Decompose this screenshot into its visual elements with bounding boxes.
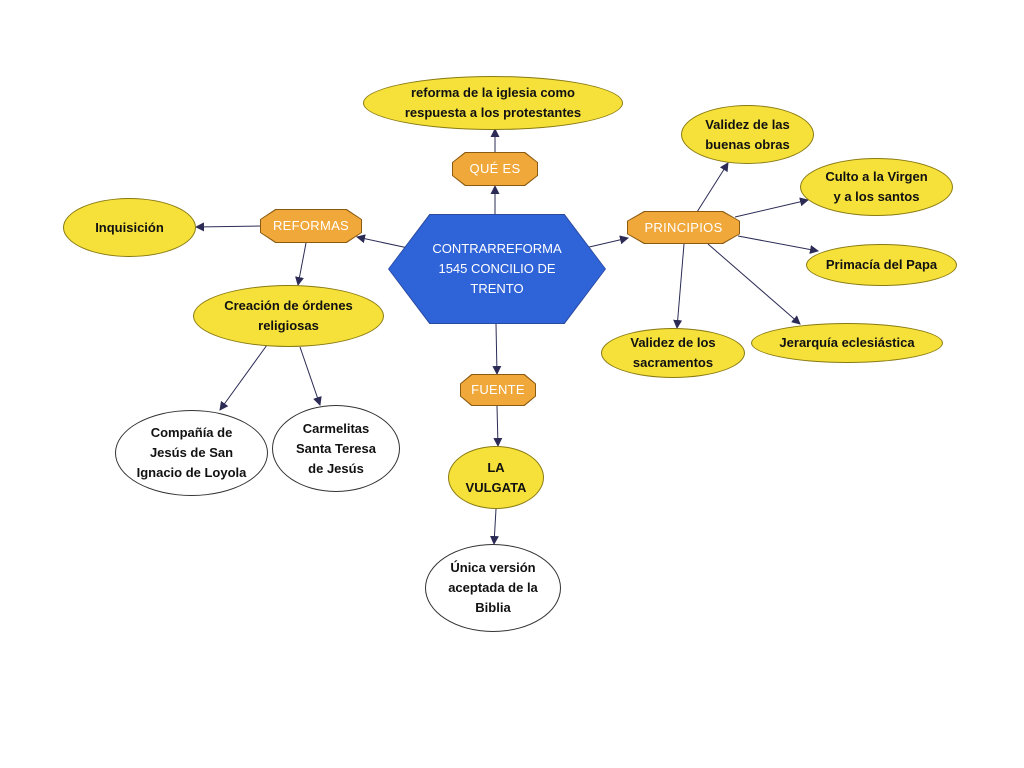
vulgata-line-2: VULGATA — [465, 479, 527, 495]
category-principios-label: PRINCIPIOS — [644, 219, 723, 235]
ordenes-line-2: religiosas — [258, 318, 319, 333]
version-line-1: Única versión — [450, 560, 536, 575]
version-line-3: Biblia — [475, 600, 511, 615]
center-node-contrarreforma[interactable]: CONTRARREFORMA 1545 CONCILIO DE TRENTO — [388, 214, 606, 324]
connector-fuente-to-vulgata — [493, 405, 503, 447]
category-que-es[interactable]: QUÉ ES — [452, 152, 538, 186]
connector-center-to-principios — [584, 235, 629, 249]
center-line-1: CONTRARREFORMA — [432, 241, 562, 256]
inquisicion-label: Inquisición — [95, 219, 164, 235]
category-que-es-label: QUÉ ES — [469, 161, 521, 176]
connector-principios-to-culto — [734, 197, 809, 218]
connector-center-to-reformas — [356, 234, 409, 249]
carmelitas-line-2: Santa Teresa — [296, 440, 376, 456]
leaf-carmelitas[interactable]: Carmelitas Santa Teresa de Jesús — [272, 405, 400, 492]
concept-inquisicion[interactable]: Inquisición — [63, 198, 196, 257]
sacramentos-line-2: sacramentos — [632, 355, 714, 370]
carmelitas-line-3: de Jesús — [308, 460, 364, 476]
center-line-2: 1545 CONCILIO DE — [438, 261, 556, 276]
leaf-compania-de-jesus[interactable]: Compañía de Jesús de San Ignacio de Loyo… — [115, 410, 268, 496]
category-fuente-label: FUENTE — [471, 382, 525, 397]
papa-label: Primacía del Papa — [825, 257, 938, 272]
compania-line-2: Jesús de San — [149, 445, 234, 460]
concept-validez-buenas-obras[interactable]: Validez de las buenas obras — [681, 105, 814, 164]
connector-principios-to-obras — [696, 162, 729, 213]
culto-line-2: y a los santos — [833, 189, 920, 204]
connector-reformas-to-inquisicion — [195, 222, 263, 232]
obras-line-1: Validez de las — [705, 116, 790, 132]
compania-line-1: Compañía de — [150, 425, 233, 440]
vulgata-line-1: LA — [487, 459, 505, 475]
connector-center-to-fuente — [492, 323, 502, 375]
concept-culto-virgen[interactable]: Culto a la Virgen y a los santos — [800, 158, 953, 216]
connector-principios-to-papa — [737, 235, 819, 254]
category-reformas-label: REFORMAS — [272, 218, 350, 233]
ordenes-line-1: Creación de órdenes — [224, 298, 353, 313]
definicion-line-1: reforma de la iglesia como — [410, 85, 575, 100]
concept-primacia-papa[interactable]: Primacía del Papa — [806, 244, 957, 286]
concept-la-vulgata[interactable]: LA VULGATA — [448, 446, 544, 509]
connector-ordenes-to-compania — [219, 344, 268, 411]
concept-creacion-ordenes[interactable]: Creación de órdenes religiosas — [193, 285, 384, 347]
version-line-2: aceptada de la — [448, 580, 538, 595]
leaf-unica-version[interactable]: Única versión aceptada de la Biblia — [425, 544, 561, 632]
concept-validez-sacramentos[interactable]: Validez de los sacramentos — [601, 328, 745, 378]
connector-vulgata-to-version — [489, 508, 499, 545]
category-fuente[interactable]: FUENTE — [460, 374, 536, 406]
jerarquia-label: Jerarquía eclesiástica — [779, 335, 915, 350]
connector-principios-to-sacramentos — [673, 243, 685, 329]
compania-line-3: Ignacio de Loyola — [136, 465, 247, 480]
sacramentos-line-1: Validez de los — [630, 335, 716, 350]
category-principios[interactable]: PRINCIPIOS — [627, 211, 740, 244]
center-line-3: TRENTO — [470, 281, 524, 296]
obras-line-2: buenas obras — [705, 136, 790, 152]
concept-definicion[interactable]: reforma de la iglesia como respuesta a l… — [363, 76, 623, 130]
culto-line-1: Culto a la Virgen — [825, 169, 928, 184]
connector-ordenes-to-carmelitas — [299, 346, 322, 406]
definicion-line-2: respuesta a los protestantes — [404, 105, 582, 120]
carmelitas-line-1: Carmelitas — [302, 420, 370, 436]
category-reformas[interactable]: REFORMAS — [260, 209, 362, 243]
connector-reformas-to-ordenes — [295, 242, 307, 286]
connector-principios-to-jerarquia — [707, 243, 801, 325]
concept-jerarquia-eclesiastica[interactable]: Jerarquía eclesiástica — [751, 323, 943, 363]
